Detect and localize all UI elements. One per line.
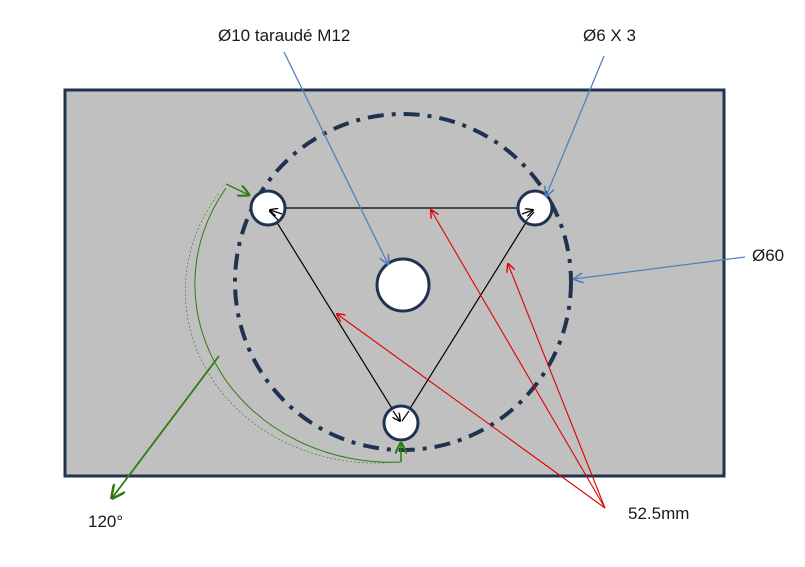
small-holes-leader: [546, 55, 605, 196]
angle-label: 120°: [88, 512, 123, 531]
angle-arc-arrow-top: [225, 183, 249, 195]
bolt-circle-leader: [574, 256, 746, 279]
small-hole-top-left: [249, 189, 287, 227]
hole-triangle: [266, 207, 537, 425]
small-holes-label: Ø6 X 3: [583, 26, 636, 45]
small-hole-bottom: [382, 404, 420, 442]
side-length-leaders: [337, 210, 606, 509]
angle-leader: [112, 355, 220, 498]
center-hole-leader: [283, 51, 388, 264]
bolt-circle-label: Ø60: [752, 246, 784, 265]
center-hole: [375, 257, 431, 313]
side-length-label: 52.5mm: [628, 504, 689, 523]
center-hole-label: Ø10 taraudé M12: [218, 26, 350, 45]
angle-arc: [194, 187, 402, 463]
small-hole-top-right: [516, 189, 554, 227]
